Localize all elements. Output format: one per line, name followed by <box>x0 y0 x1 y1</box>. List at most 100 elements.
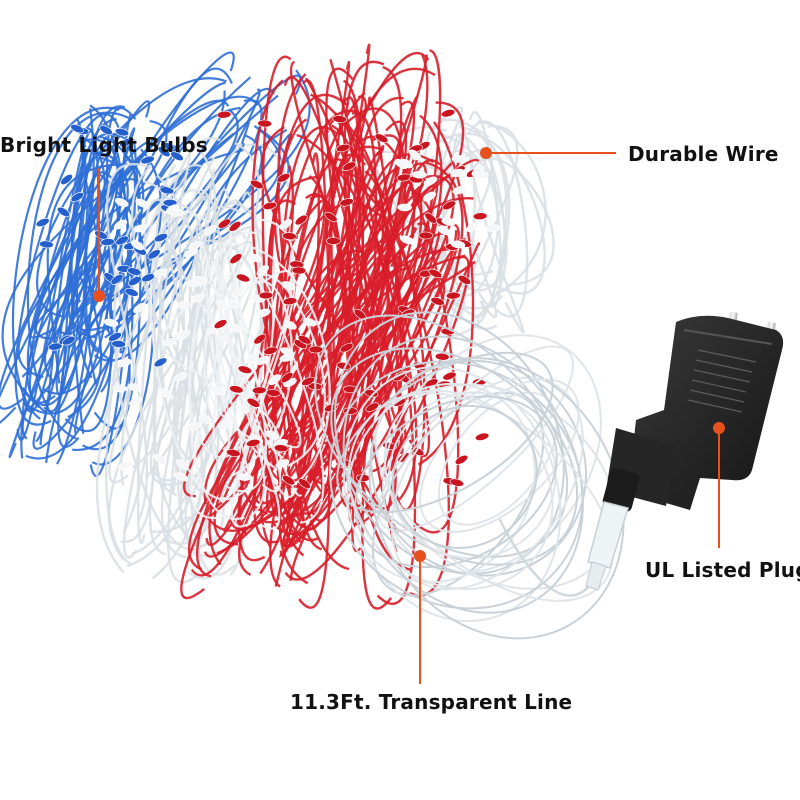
light-bulb <box>434 352 450 361</box>
light-bulb <box>246 438 261 448</box>
light-bulb <box>252 386 267 395</box>
light-bulb <box>193 276 208 285</box>
light-bulb <box>140 155 155 165</box>
light-wire <box>477 119 547 296</box>
lead-wire <box>498 518 592 597</box>
light-bulb <box>159 186 175 195</box>
light-wire <box>95 142 243 574</box>
light-wire <box>190 151 383 577</box>
light-bulb <box>450 240 466 249</box>
light-bulb <box>412 170 427 179</box>
power-adapter <box>585 311 784 591</box>
wire-callout-dot <box>480 147 492 159</box>
light-bulb <box>276 173 291 183</box>
light-wire <box>120 163 177 543</box>
coil-loop <box>388 391 557 560</box>
light-bulb <box>451 155 467 163</box>
light-bulb <box>198 414 213 425</box>
bulbs-callout-dot <box>93 290 105 302</box>
light-wire <box>275 159 441 529</box>
light-bulb <box>103 318 119 327</box>
light-wire <box>84 144 118 385</box>
light-bulb <box>397 203 412 212</box>
light-wire <box>238 218 295 453</box>
light-bulb <box>266 389 281 397</box>
light-wire <box>196 162 428 578</box>
light-wire <box>468 154 525 334</box>
light-bulb <box>485 224 500 232</box>
light-bulb <box>450 168 465 177</box>
light-bulb <box>127 267 142 276</box>
light-bulb <box>365 402 380 412</box>
light-bulb <box>408 149 422 161</box>
light-wire <box>471 157 555 287</box>
light-bulb <box>449 478 465 487</box>
light-wire <box>27 111 130 440</box>
light-bulb <box>184 248 198 258</box>
light-bulb <box>191 293 206 303</box>
callout-lines <box>93 147 725 684</box>
light-bulb <box>256 265 269 276</box>
light-bulb <box>342 161 357 171</box>
light-bulb <box>326 237 341 245</box>
light-wire <box>358 135 460 534</box>
light-bulb <box>130 240 144 251</box>
light-bulb <box>394 158 408 170</box>
light-bulb <box>301 376 315 386</box>
light-bulb <box>280 372 294 383</box>
light-wire <box>1 161 141 409</box>
light-bulb <box>186 422 201 431</box>
light-bulb <box>113 219 128 230</box>
light-bulb <box>442 371 457 381</box>
light-wire <box>437 132 546 295</box>
light-bulb <box>457 275 472 285</box>
light-wire <box>14 113 120 426</box>
coil-loop <box>329 360 584 610</box>
line-callout-dot <box>414 550 426 562</box>
coil-loop <box>314 314 569 558</box>
light-bulb <box>174 472 189 482</box>
light-bulb <box>128 276 142 286</box>
light-wire <box>0 154 120 410</box>
light-bulb <box>474 432 490 441</box>
light-bulb <box>246 397 261 408</box>
light-bulb <box>282 297 298 306</box>
light-bulb <box>203 225 217 236</box>
light-bulb <box>229 385 244 394</box>
coil-loop <box>347 389 554 591</box>
light-bulb <box>217 218 231 229</box>
light-wire <box>238 224 391 576</box>
light-bulb <box>175 459 189 470</box>
light-wire <box>34 81 226 340</box>
light-bulb <box>124 288 139 297</box>
light-bulb <box>279 219 293 230</box>
light-bulb <box>216 421 232 430</box>
light-bulb <box>226 300 241 309</box>
light-wire <box>131 203 211 469</box>
light-bulb <box>308 345 324 354</box>
light-bulb <box>339 342 354 353</box>
light-bulb <box>174 371 188 382</box>
light-bulb <box>418 231 434 240</box>
light-wire <box>251 79 341 477</box>
plug-callout-dot <box>713 422 725 434</box>
light-bulb <box>282 475 296 486</box>
light-bulb <box>247 253 262 263</box>
light-bulb <box>162 337 177 347</box>
light-bulb <box>263 346 278 355</box>
light-bulb <box>441 217 456 226</box>
light-bulb <box>39 240 54 249</box>
light-bulb <box>236 273 251 283</box>
light-bulb <box>474 171 489 180</box>
light-bulb <box>324 211 338 223</box>
light-bulb <box>153 233 168 243</box>
light-bulb <box>235 404 250 414</box>
light-bulb <box>437 225 451 236</box>
callout-bright-light-bulbs: Bright Light Bulbs <box>0 133 208 157</box>
light-bulb <box>153 357 168 368</box>
light-bulb <box>446 291 461 300</box>
light-bulb <box>159 388 173 399</box>
coil-loop <box>342 366 562 623</box>
light-bulb <box>250 179 264 190</box>
light-wire <box>36 77 227 318</box>
